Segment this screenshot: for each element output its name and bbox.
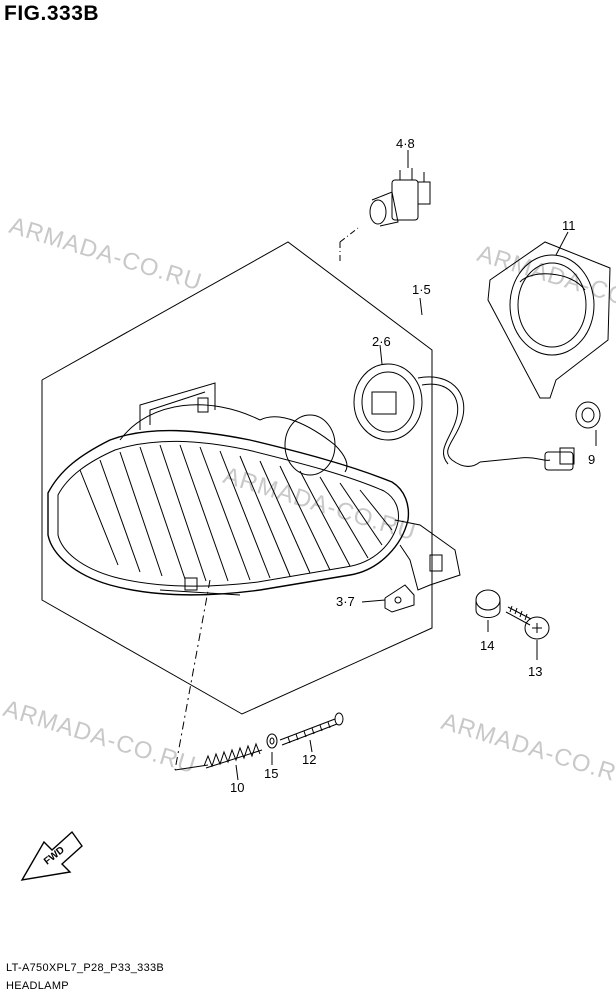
figure-title: FIG.333B — [4, 2, 100, 25]
callout-12: 12 — [302, 752, 317, 767]
callout-1-5: 1·5 — [412, 282, 431, 297]
fwd-arrow-icon — [20, 830, 83, 881]
washer-part — [266, 733, 278, 765]
callout-3-7: 3·7 — [336, 594, 355, 609]
figure-name: HEADLAMP — [6, 980, 69, 992]
callout-2-6: 2·6 — [372, 334, 391, 349]
callout-10: 10 — [230, 780, 245, 795]
bulb-ring-part — [487, 231, 611, 399]
bulb-part — [369, 150, 431, 227]
model-code: LT-A750XPL7_P28_P33_333B — [6, 962, 165, 974]
adjusting-screw-part — [279, 712, 344, 753]
callout-14: 14 — [480, 638, 495, 653]
grommet-part — [575, 401, 601, 446]
callout-13: 13 — [528, 664, 543, 679]
callout-15: 15 — [264, 766, 279, 781]
socket-part — [353, 344, 575, 471]
headlamp-housing — [47, 382, 461, 596]
bracket-nut-part — [361, 584, 415, 613]
callout-11: 11 — [562, 218, 576, 233]
callout-9: 9 — [588, 452, 596, 467]
callout-4-8: 4·8 — [396, 136, 415, 151]
screw-part — [505, 605, 550, 660]
assembly-frame — [41, 227, 433, 771]
spring-part — [203, 742, 263, 781]
cushion-part — [475, 589, 501, 632]
